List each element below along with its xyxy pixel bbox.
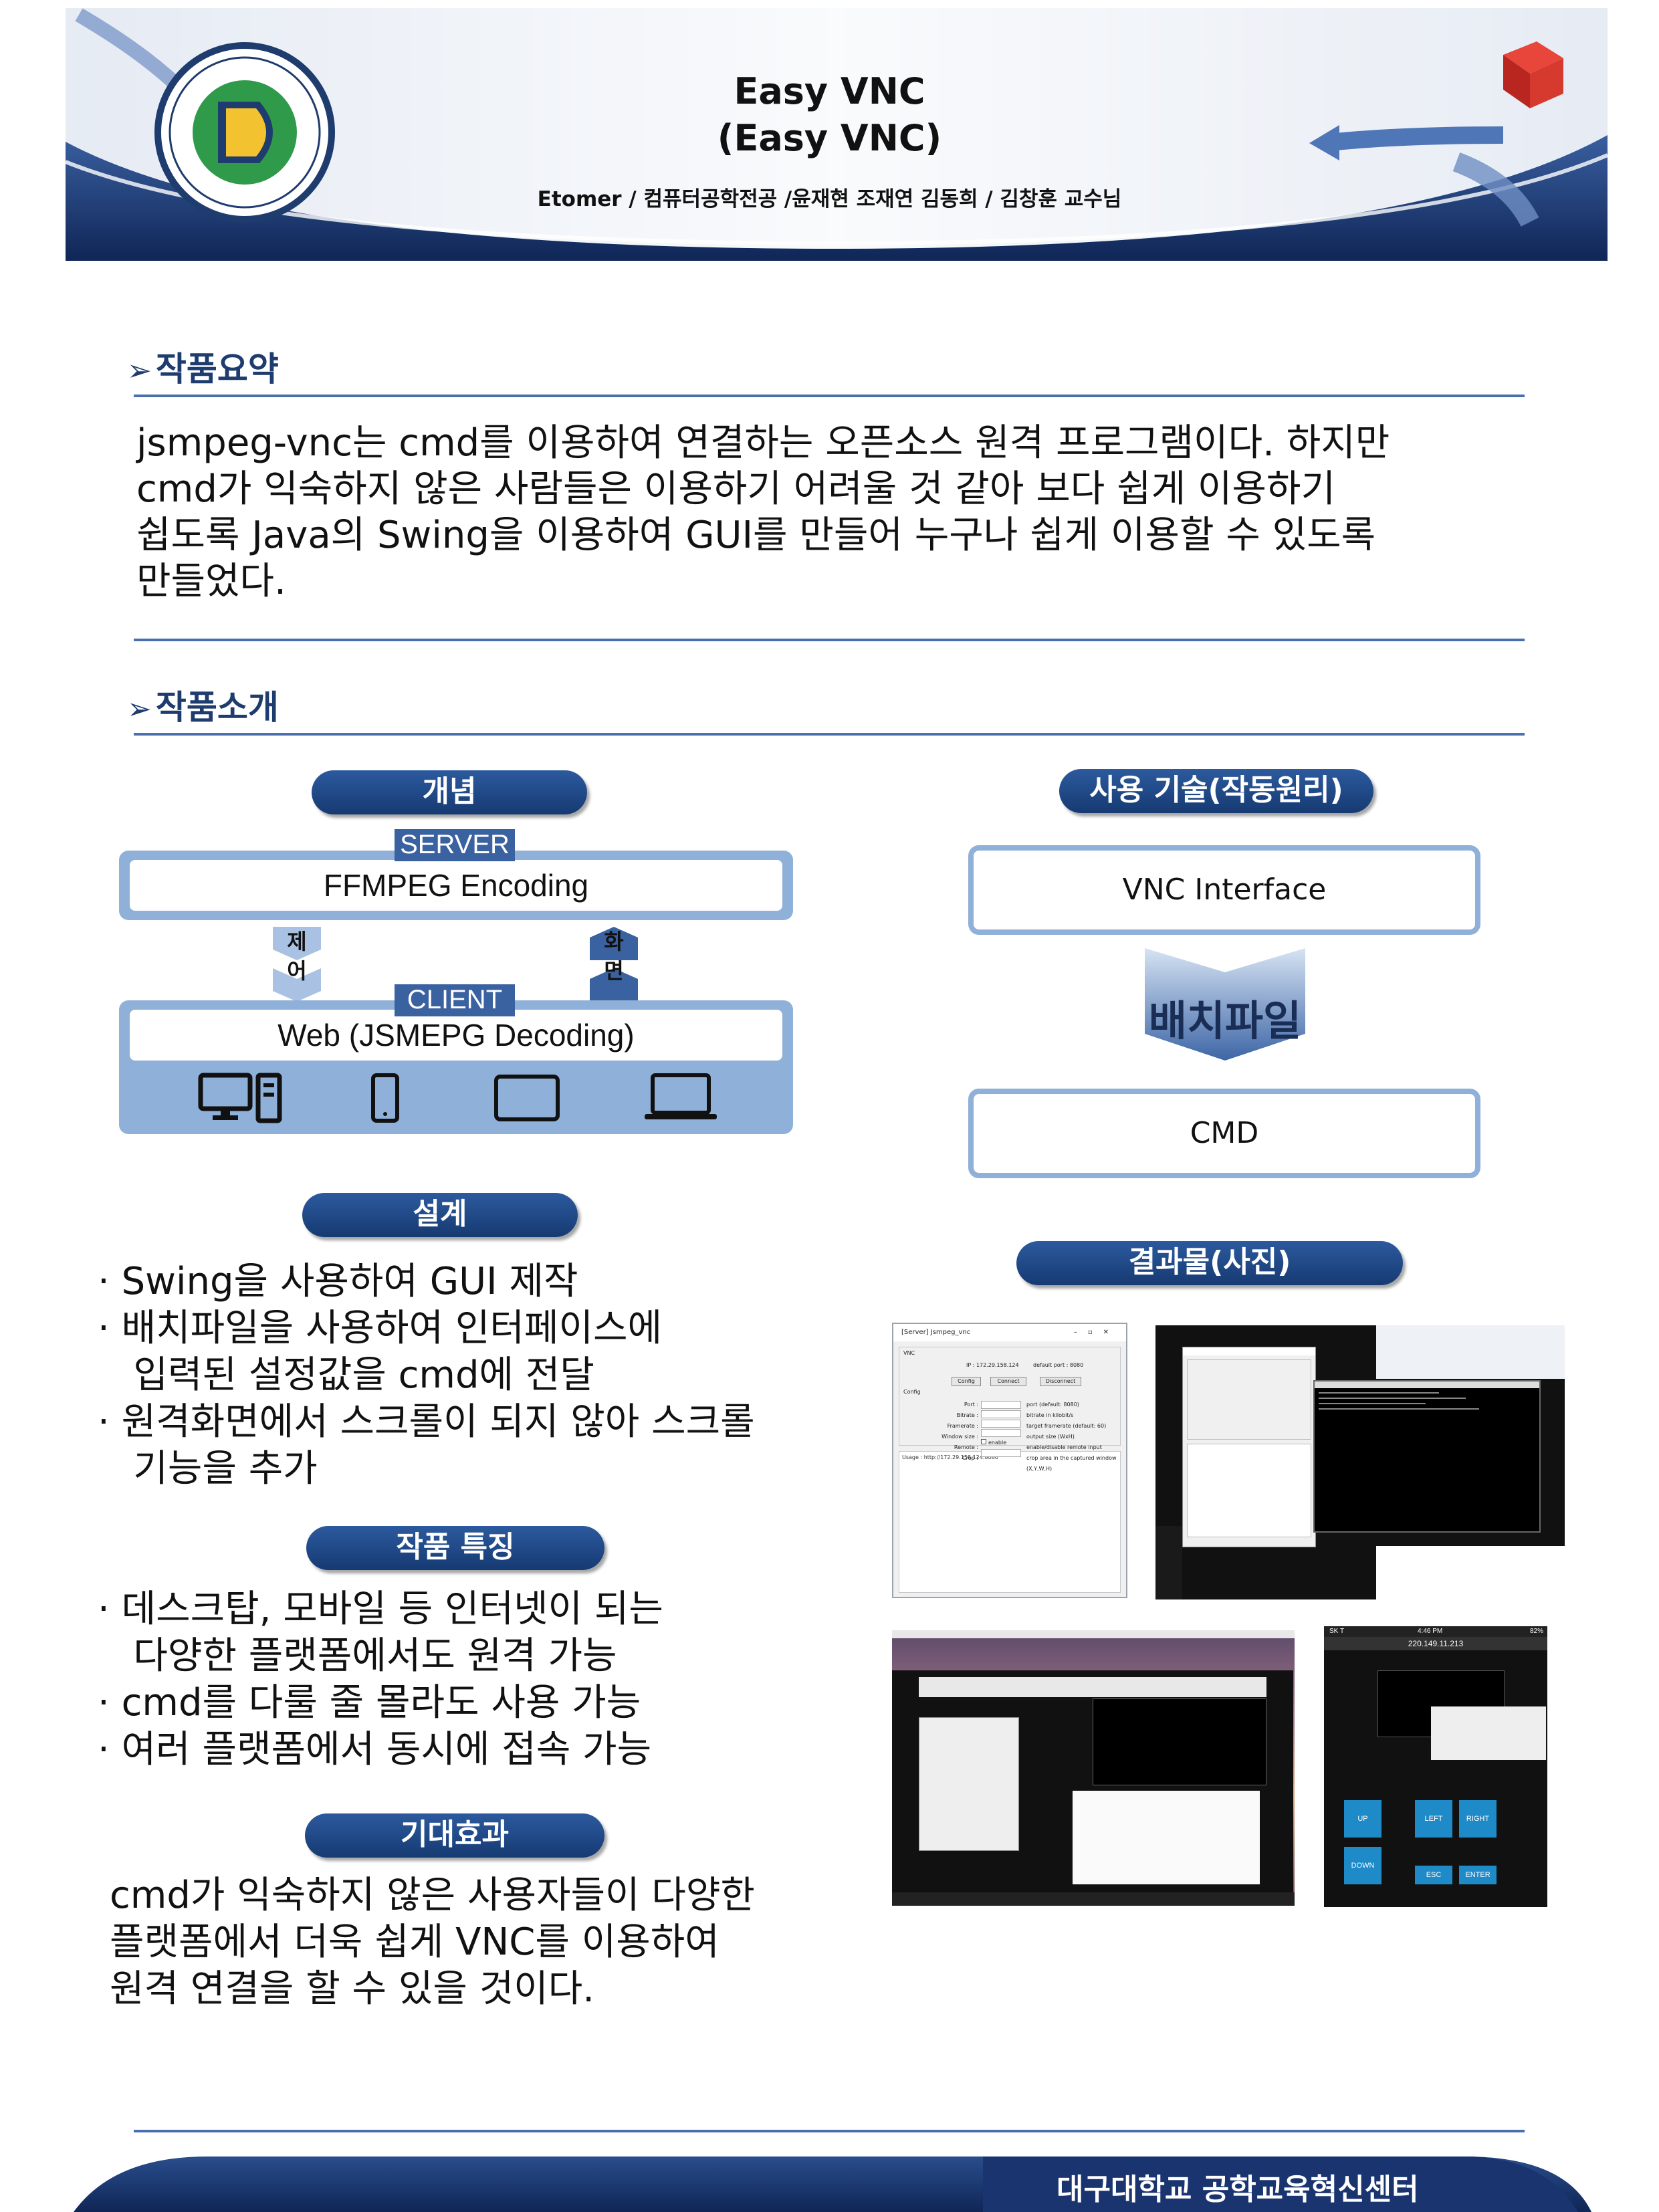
phone-url-bar: 220.149.11.213 bbox=[1324, 1637, 1547, 1650]
poster-subtitle: (Easy VNC) bbox=[717, 117, 942, 159]
bullet-item: · 여러 플랫폼에서 동시에 접속 가능 bbox=[98, 1728, 652, 1771]
laptop-icon bbox=[645, 1073, 717, 1119]
server-encoding: FFMPEG Encoding bbox=[130, 860, 782, 911]
phone-down-button[interactable]: DOWN bbox=[1344, 1847, 1381, 1884]
screen-arrow-icon bbox=[590, 927, 638, 1002]
effects-line: cmd가 익숙하지 않은 사용자들이 다양한 bbox=[110, 1874, 755, 1917]
summary-line: cmd가 익숙하지 않은 사람들은 이용하기 어려울 것 같아 보다 쉽게 이용… bbox=[136, 467, 1335, 511]
summary-line: jsmpeg-vnc는 cmd를 이용하여 연결하는 오픈소스 원격 프로그램이… bbox=[136, 421, 1390, 465]
cube-decoration bbox=[1503, 41, 1563, 108]
summary-bottom-rule bbox=[134, 639, 1525, 641]
summary-heading: ➢작품요약 bbox=[127, 350, 279, 389]
bullet-item: 입력된 설정값을 cmd에 전달 bbox=[98, 1353, 594, 1397]
phone-status-bar: SK T 4:46 PM 82% bbox=[1324, 1626, 1547, 1637]
summary-text: jsmpeg-vnc는 cmd를 이용하여 연결하는 오픈소스 원격 프로그램이… bbox=[136, 420, 1527, 604]
feature-bullets: · 데스크탑, 모바일 등 인터넷이 되는 다양한 플랫폼에서도 원격 가능 ·… bbox=[98, 1586, 663, 1773]
screenshot-desktop-terminal bbox=[1155, 1325, 1565, 1599]
config-button[interactable]: Config bbox=[952, 1377, 981, 1386]
summary-line: 쉽도록 Java의 Swing을 이용하여 GUI를 만들어 누구나 쉽게 이용… bbox=[136, 514, 1376, 557]
control-arrow-icon bbox=[273, 927, 321, 1002]
bullet-item: · 데스크탑, 모바일 등 인터넷이 되는 bbox=[98, 1587, 663, 1631]
phone-up-button[interactable]: UP bbox=[1344, 1800, 1381, 1838]
batch-file-label: 배치파일 bbox=[1148, 996, 1302, 1045]
intro-rule bbox=[134, 733, 1525, 736]
bullet-item: · cmd를 다룰 줄 몰라도 사용 가능 bbox=[98, 1681, 641, 1725]
title-block: Easy VNC (Easy VNC) bbox=[0, 68, 1659, 162]
down-chevron-icon bbox=[1145, 948, 1305, 1061]
design-bullets: · Swing을 사용하여 GUI 제작 · 배치파일을 사용하여 인터페이스에… bbox=[98, 1258, 755, 1492]
features-label: 작품 특징 bbox=[306, 1526, 604, 1570]
config-inputs[interactable]: enable bbox=[981, 1400, 1021, 1458]
bullet-item: · 배치파일을 사용하여 인터페이스에 bbox=[98, 1307, 663, 1350]
effects-line: 플랫폼에서 더욱 쉽게 VNC를 이용하여 bbox=[110, 1920, 720, 1964]
vnc-interface-box: VNC Interface bbox=[968, 845, 1480, 935]
summary-line: 만들었다. bbox=[136, 560, 286, 603]
screenshot-phone: SK T 4:46 PM 82% 220.149.11.213 UP LEFT … bbox=[1324, 1626, 1547, 1907]
disconnect-button[interactable]: Disconnect bbox=[1040, 1377, 1081, 1386]
bullet-item: · 원격화면에서 스크롤이 되지 않아 스크롤 bbox=[98, 1400, 755, 1444]
screenshot-gui-window: [Server] Jsmpeg_vnc –▫✕ VNC IP : 172.29.… bbox=[892, 1323, 1127, 1598]
bullet-item: · Swing을 사용하여 GUI 제작 bbox=[98, 1260, 578, 1303]
config-field-labels: Port : Bitrate : Framerate : Window size… bbox=[942, 1402, 978, 1461]
arrowhead-icon: ➢ bbox=[127, 354, 152, 388]
effects-line: 원격 연결을 할 수 있을 것이다. bbox=[110, 1967, 595, 2011]
footer-text: 대구대학교 공학교육혁신센터 bbox=[1057, 2173, 1419, 2207]
tablet-icon bbox=[494, 1075, 560, 1121]
summary-rule bbox=[134, 395, 1525, 397]
config-hints: port (default: 8080) bitrate in kilobit/… bbox=[1026, 1402, 1117, 1472]
team-byline: Etomer / 컴퓨터공학전공 /윤재현 조재연 김동희 / 김창훈 교수님 bbox=[537, 187, 1122, 211]
results-label: 결과물(사진) bbox=[1016, 1241, 1403, 1285]
effects-text: cmd가 익숙하지 않은 사용자들이 다양한 플랫폼에서 더욱 쉽게 VNC를 … bbox=[110, 1872, 755, 2013]
arrowhead-icon: ➢ bbox=[127, 692, 152, 726]
header-banner bbox=[66, 8, 1608, 261]
window-controls-icon: –▫✕ bbox=[1073, 1329, 1119, 1336]
footer-band bbox=[74, 2156, 1591, 2212]
university-logo bbox=[154, 42, 335, 223]
concept-label: 개념 bbox=[312, 770, 587, 814]
log-area: Usage : http://172.29.158.124:8080 bbox=[899, 1451, 1121, 1593]
banner-background bbox=[66, 8, 1608, 261]
window-titlebar: [Server] Jsmpeg_vnc –▫✕ bbox=[893, 1324, 1126, 1341]
vnc-group: VNC IP : 172.29.158.124 default port : 8… bbox=[899, 1347, 1121, 1472]
desktop-icon bbox=[198, 1073, 282, 1123]
intro-heading: ➢작품소개 bbox=[127, 688, 279, 727]
tech-label: 사용 기술(작동원리) bbox=[1059, 769, 1373, 813]
server-panel: FFMPEG Encoding bbox=[119, 851, 793, 920]
phone-right-button[interactable]: RIGHT bbox=[1459, 1800, 1497, 1838]
footer-rule bbox=[134, 2130, 1525, 2132]
cmd-box: CMD bbox=[968, 1089, 1480, 1178]
bullet-item: 기능을 추가 bbox=[98, 1447, 318, 1490]
effects-label: 기대효과 bbox=[305, 1813, 604, 1858]
screenshot-mac-desktop bbox=[892, 1630, 1295, 1906]
poster-title: Easy VNC bbox=[734, 70, 925, 112]
phone-enter-button[interactable]: ENTER bbox=[1459, 1866, 1497, 1884]
design-label: 설계 bbox=[302, 1193, 578, 1237]
server-tag: SERVER bbox=[395, 829, 515, 861]
phone-icon bbox=[371, 1073, 399, 1123]
bullet-item: 다양한 플랫폼에서도 원격 가능 bbox=[98, 1634, 617, 1678]
remote-checkbox[interactable] bbox=[981, 1439, 986, 1444]
client-tag: CLIENT bbox=[395, 984, 515, 1016]
client-decoding: Web (JSMEPG Decoding) bbox=[130, 1010, 782, 1061]
phone-left-button[interactable]: LEFT bbox=[1415, 1800, 1452, 1838]
phone-esc-button[interactable]: ESC bbox=[1415, 1866, 1452, 1884]
connect-button[interactable]: Connect bbox=[990, 1377, 1026, 1386]
